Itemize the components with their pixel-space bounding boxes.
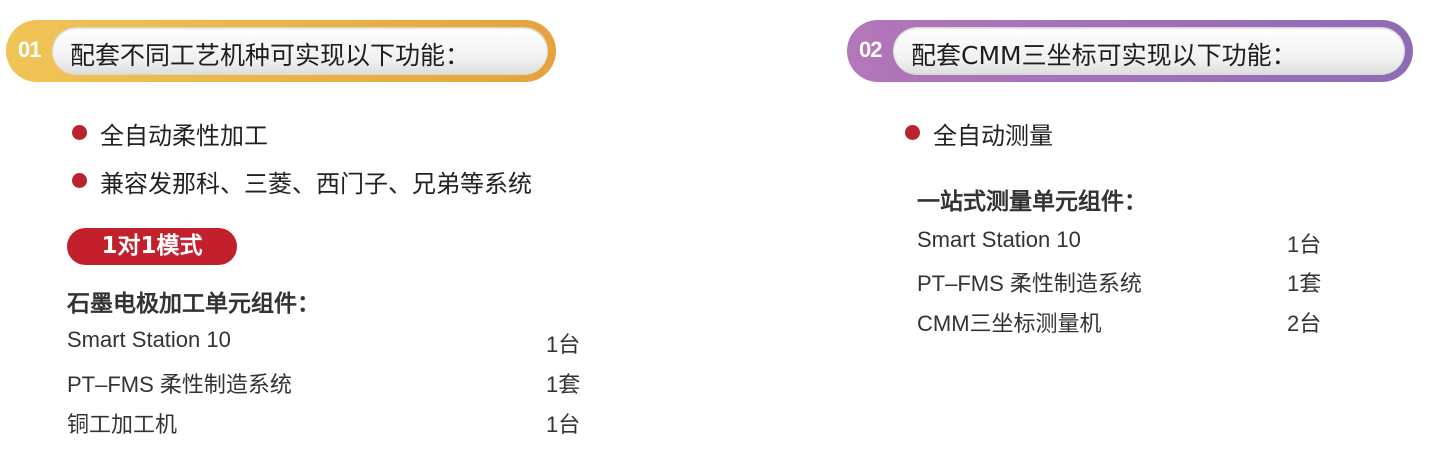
component-qty: 1套 xyxy=(546,372,581,397)
components-title: 石墨电极加工单元组件： xyxy=(67,291,320,317)
component-qty: 1台 xyxy=(1287,232,1322,257)
section-header-1: 01 配套不同工艺机种可实现以下功能： xyxy=(6,20,556,82)
section-number: 01 xyxy=(18,37,42,62)
section-title: 配套不同工艺机种可实现以下功能： xyxy=(70,41,471,70)
bullet-item: 全自动测量 xyxy=(905,116,1053,151)
components-title: 一站式测量单元组件： xyxy=(917,189,1147,215)
component-name: PT–FMS 柔性制造系统 xyxy=(917,271,1142,296)
component-name: PT–FMS 柔性制造系统 xyxy=(67,372,292,397)
component-name: Smart Station 10 xyxy=(917,227,1081,252)
section-header-2: 02 配套CMM三坐标可实现以下功能： xyxy=(847,20,1413,82)
bullet-item: 全自动柔性加工 xyxy=(72,116,268,151)
section-title-pill: 配套CMM三坐标可实现以下功能： xyxy=(893,27,1405,75)
component-name: Smart Station 10 xyxy=(67,327,231,352)
mode-badge: 1对1模式 xyxy=(67,228,237,265)
bullet-item: 兼容发那科、三菱、西门子、兄弟等系统 xyxy=(72,164,532,199)
component-qty: 2台 xyxy=(1287,311,1322,336)
component-name: CMM三坐标测量机 xyxy=(917,311,1102,336)
component-qty: 1台 xyxy=(546,332,581,357)
section-title: 配套CMM三坐标可实现以下功能： xyxy=(911,41,1297,70)
section-title-pill: 配套不同工艺机种可实现以下功能： xyxy=(52,27,548,75)
component-qty: 1台 xyxy=(546,412,581,437)
component-name: 铜工加工机 xyxy=(67,412,178,437)
component-qty: 1套 xyxy=(1287,271,1322,296)
section-number: 02 xyxy=(859,37,883,62)
